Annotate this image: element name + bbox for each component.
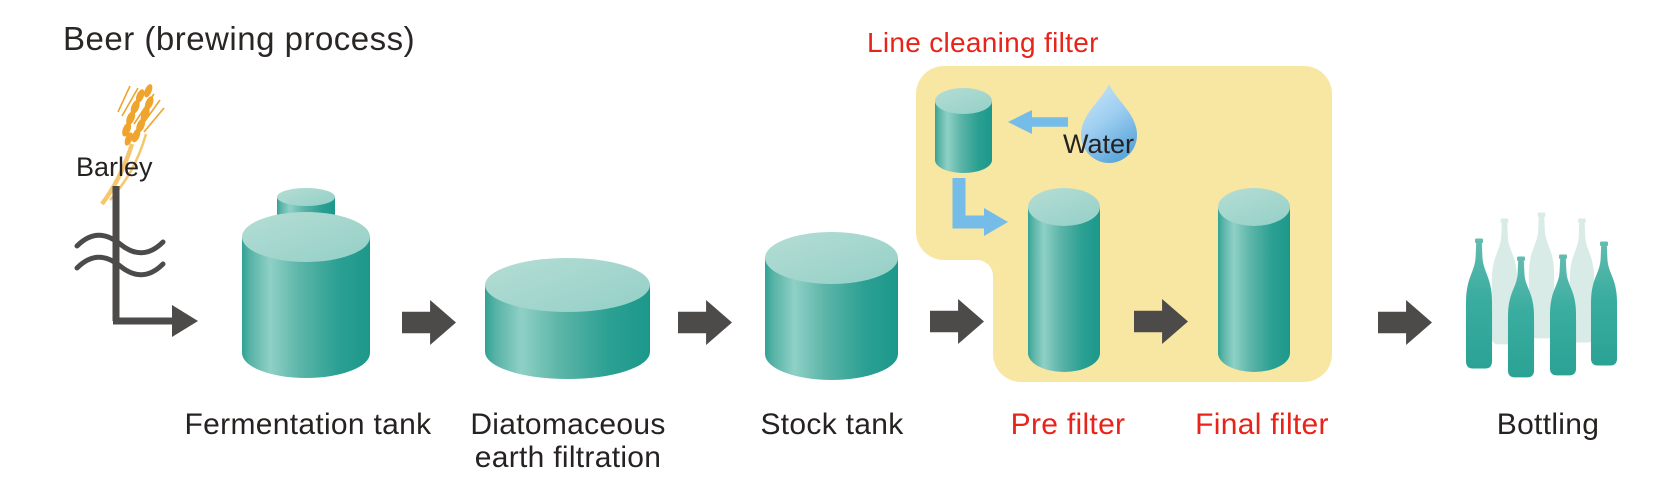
diatomaceous-label-line2: earth filtration [474,441,662,474]
pre-filter-cylinder [1028,188,1100,372]
diatomaceous-label-line1: Diatomaceous [470,408,666,441]
cleaning-filter-cylinder [935,88,992,173]
fermentation-tank [242,212,370,378]
diatomaceous-filter-disc [485,258,650,379]
final-filter-cylinder [1218,188,1290,372]
water-elbow-arrow-icon [952,178,1008,236]
break-wave-1 [74,232,166,256]
line-cleaning-filter-label: Line cleaning filter [867,27,1099,58]
bottling-label: Bottling [1496,408,1600,441]
water-label: Water [1063,129,1135,159]
bottles-icon [1465,212,1618,378]
water-droplet-icon [1081,84,1137,163]
stock-tank [765,232,898,380]
fermentation-tank-label: Fermentation tank [184,408,432,441]
wheat-grains [122,84,154,146]
empty-bottles [1491,212,1595,345]
flow-line-arrowhead [172,305,198,337]
stock-tank-label: Stock tank [760,408,904,441]
break-wave-2 [74,254,166,278]
pre-filter-label: Pre filter [1010,408,1126,441]
barley-label: Barley [76,152,153,182]
final-filter-label: Final filter [1195,408,1329,441]
barley-flow-arrow [74,186,198,337]
wheat-icon [100,84,165,206]
wheat-stalk [100,143,135,206]
page-title: Beer (brewing process) [63,20,416,57]
